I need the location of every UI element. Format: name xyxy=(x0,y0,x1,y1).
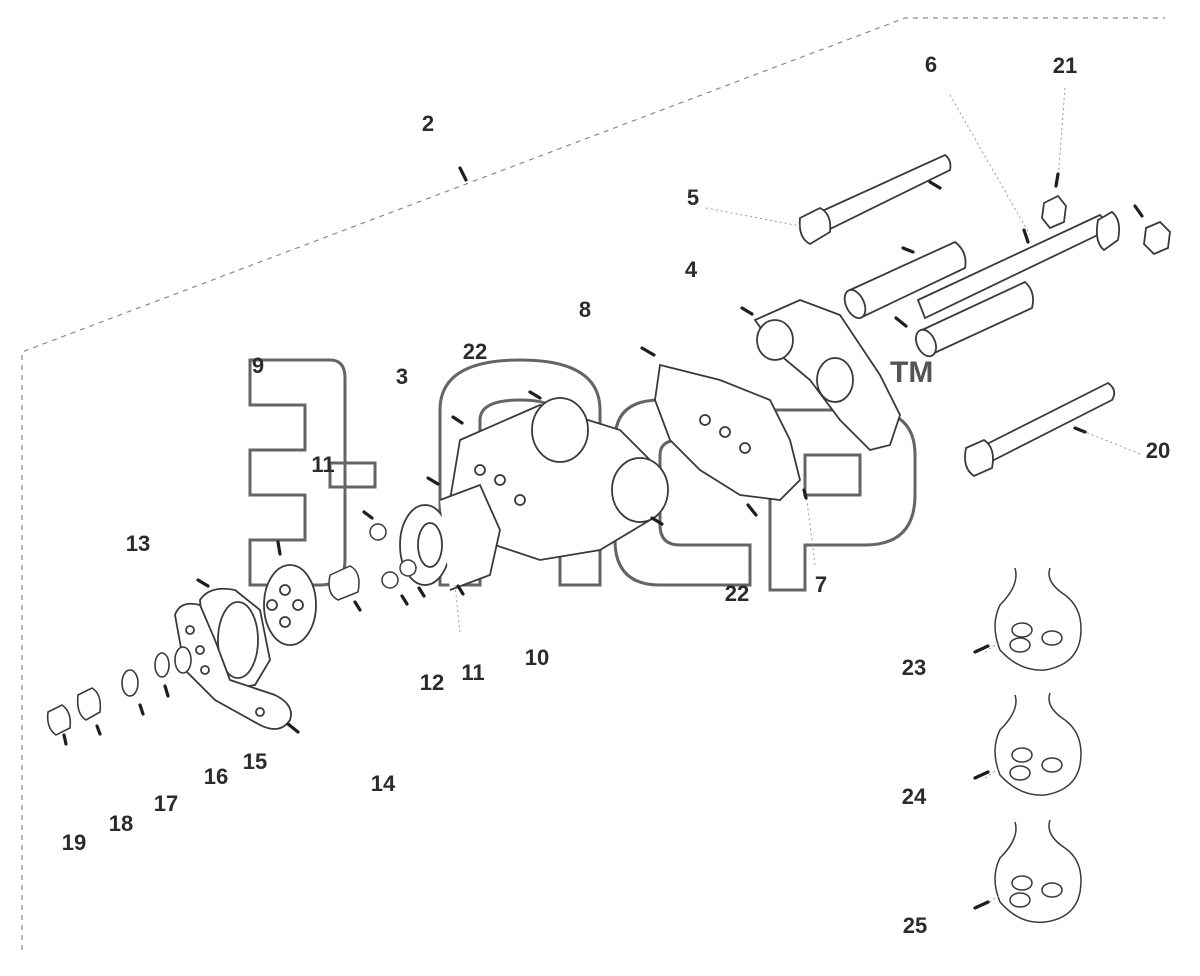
callout-22-a: 22 xyxy=(462,339,488,364)
part-5-sleeve xyxy=(843,240,967,320)
part-9-disc xyxy=(263,564,317,646)
callout-9: 9 xyxy=(251,353,265,378)
callout-18: 18 xyxy=(108,811,134,836)
leader-lines xyxy=(454,87,1141,906)
assembly-boundary xyxy=(21,17,1165,950)
parts-23-25-gaskets xyxy=(994,567,1082,924)
callout-8: 8 xyxy=(578,297,592,322)
central-gear-block xyxy=(449,397,669,561)
callout-5: 5 xyxy=(686,185,700,210)
part-4-sleeve xyxy=(915,280,1034,358)
callout-11-c: 11 xyxy=(461,660,485,685)
callout-arrows xyxy=(62,166,1144,910)
callout-21: 21 xyxy=(1052,53,1078,78)
callout-13: 13 xyxy=(125,531,151,556)
callout-4: 4 xyxy=(684,257,698,282)
part-21-nuts xyxy=(1041,194,1171,256)
part-20-bolt xyxy=(964,381,1116,478)
part-14-arm xyxy=(174,602,292,730)
part-8-plate xyxy=(654,363,801,501)
callout-12: 12 xyxy=(419,670,445,695)
part-6-long-bolt xyxy=(798,153,952,246)
callout-6: 6 xyxy=(924,52,938,77)
parts-16-19-rings xyxy=(46,646,192,736)
parts-11-12-balls xyxy=(328,523,417,601)
callout-16: 16 xyxy=(203,764,229,789)
callout-22-b: 22 xyxy=(724,581,750,606)
trademark-mark: TM xyxy=(890,356,933,389)
callout-10: 10 xyxy=(524,645,550,670)
callout-20: 20 xyxy=(1145,438,1171,463)
callout-2: 2 xyxy=(421,111,435,136)
callout-19: 19 xyxy=(61,830,87,855)
callout-3: 3 xyxy=(395,364,409,389)
callout-15: 15 xyxy=(242,749,268,774)
callout-17: 17 xyxy=(153,791,179,816)
part-6-bolt-lower xyxy=(916,210,1121,320)
callout-14: 14 xyxy=(370,771,396,796)
callout-25: 25 xyxy=(902,913,928,938)
part-10-flange xyxy=(399,483,501,591)
callout-11-a: 11 xyxy=(311,452,335,477)
callout-7: 7 xyxy=(814,572,828,597)
callout-23: 23 xyxy=(901,655,927,680)
housing-bracket xyxy=(753,299,901,451)
callout-24: 24 xyxy=(901,784,927,809)
